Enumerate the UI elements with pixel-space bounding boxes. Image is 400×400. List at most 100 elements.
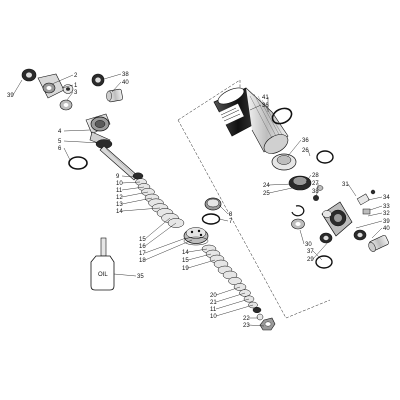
leader-line xyxy=(63,129,91,132)
piston-rod-part xyxy=(99,145,139,181)
callout-number: 21 xyxy=(210,300,217,306)
leader-line xyxy=(268,183,293,186)
callout-number: 2 xyxy=(74,73,78,79)
washer-part xyxy=(291,218,305,230)
leader-line xyxy=(367,196,383,201)
leader-line xyxy=(215,298,250,310)
leader-line xyxy=(121,191,149,198)
leader-line xyxy=(248,324,265,327)
leader-line xyxy=(144,239,193,261)
callout-number: 31 xyxy=(342,182,349,188)
leader-line xyxy=(187,259,216,269)
callout-number: 36 xyxy=(262,103,269,109)
callout-number: 13 xyxy=(116,202,123,208)
circlip-part xyxy=(291,205,305,217)
oil-label: OIL xyxy=(98,272,108,278)
callout-number: 14 xyxy=(182,250,189,256)
leader-line xyxy=(312,239,331,260)
callout-number: 17 xyxy=(139,251,146,257)
leader-line xyxy=(367,212,383,217)
callout-number: 15 xyxy=(139,237,146,243)
callout-number: 41 xyxy=(262,95,269,101)
leader-line xyxy=(215,286,241,296)
leader-line xyxy=(218,204,229,215)
leader-line xyxy=(305,174,312,183)
valve-screw-part xyxy=(356,189,376,215)
reservoir-head-part xyxy=(321,201,353,237)
o-ring-part xyxy=(201,213,221,225)
callout-number: 12 xyxy=(116,195,123,201)
callout-number: 40 xyxy=(383,226,390,232)
leader-line xyxy=(369,205,383,211)
callout-number: 7 xyxy=(229,219,233,225)
callout-number: 37 xyxy=(307,249,314,255)
seal-part xyxy=(62,84,74,94)
piston-part xyxy=(183,227,209,246)
eyelet-part xyxy=(37,73,65,99)
callout-number: 6 xyxy=(58,146,62,152)
leader-line xyxy=(63,147,71,161)
leader-line xyxy=(215,292,246,303)
callout-number: 39 xyxy=(7,93,14,99)
callout-number: 39 xyxy=(383,219,390,225)
end-cap-part xyxy=(271,153,297,171)
leader-line xyxy=(144,217,171,240)
leader-line xyxy=(355,220,383,229)
callout-number: 19 xyxy=(182,266,189,272)
bushing-part xyxy=(91,73,105,87)
callout-number: 20 xyxy=(210,293,217,299)
callout-number: 16 xyxy=(139,244,146,250)
callout-number: 38 xyxy=(312,189,319,195)
callout-number: 32 xyxy=(383,211,390,217)
bushing-part xyxy=(319,232,333,244)
upper-mount-group xyxy=(21,68,123,111)
leader-line xyxy=(121,181,141,184)
oil-bottle-part: OIL xyxy=(90,237,115,291)
o-ring-part xyxy=(68,156,88,170)
callout-number: 29 xyxy=(307,257,314,263)
callout-number: 10 xyxy=(210,314,217,320)
callout-number: 9 xyxy=(116,174,120,180)
washer-part xyxy=(59,99,73,111)
leader-line xyxy=(144,222,177,247)
leader-line xyxy=(121,207,161,212)
leader-line xyxy=(187,248,208,253)
leader-line xyxy=(315,190,319,197)
leader-line xyxy=(121,186,145,191)
sleeve-part xyxy=(106,88,123,103)
leader-line xyxy=(61,84,74,89)
leader-line xyxy=(63,140,101,144)
piston-band-part xyxy=(204,197,222,211)
leader-line xyxy=(51,74,74,85)
callout-number: 34 xyxy=(383,195,390,201)
callout-number: 38 xyxy=(122,72,129,78)
leader-line xyxy=(249,104,262,111)
callout-number: 15 xyxy=(182,258,189,264)
nut-part xyxy=(256,313,276,331)
leader-line xyxy=(12,79,23,96)
leader-line xyxy=(312,250,323,261)
leader-line xyxy=(215,304,254,317)
leader-line xyxy=(307,149,311,157)
leader-line xyxy=(187,253,212,261)
valve-assembly-part xyxy=(288,175,324,201)
callout-number: 4 xyxy=(58,129,62,135)
callout-number: 40 xyxy=(122,80,129,86)
leader-line xyxy=(371,227,383,239)
sleeve-part xyxy=(368,235,389,252)
callout-number: 11 xyxy=(210,307,217,313)
leader-line xyxy=(121,197,153,205)
callout-number: 36 xyxy=(302,138,309,144)
shim-stack-lower xyxy=(201,244,262,314)
bushing-part xyxy=(353,229,367,241)
callout-number: 33 xyxy=(383,204,390,210)
leader-line xyxy=(347,183,357,197)
leader-line xyxy=(218,218,229,222)
callout-number: 35 xyxy=(137,274,144,280)
callout-number: 14 xyxy=(116,209,123,215)
callout-number: 11 xyxy=(116,188,123,194)
callout-number: 1 xyxy=(74,83,78,89)
leader-line xyxy=(299,229,305,245)
